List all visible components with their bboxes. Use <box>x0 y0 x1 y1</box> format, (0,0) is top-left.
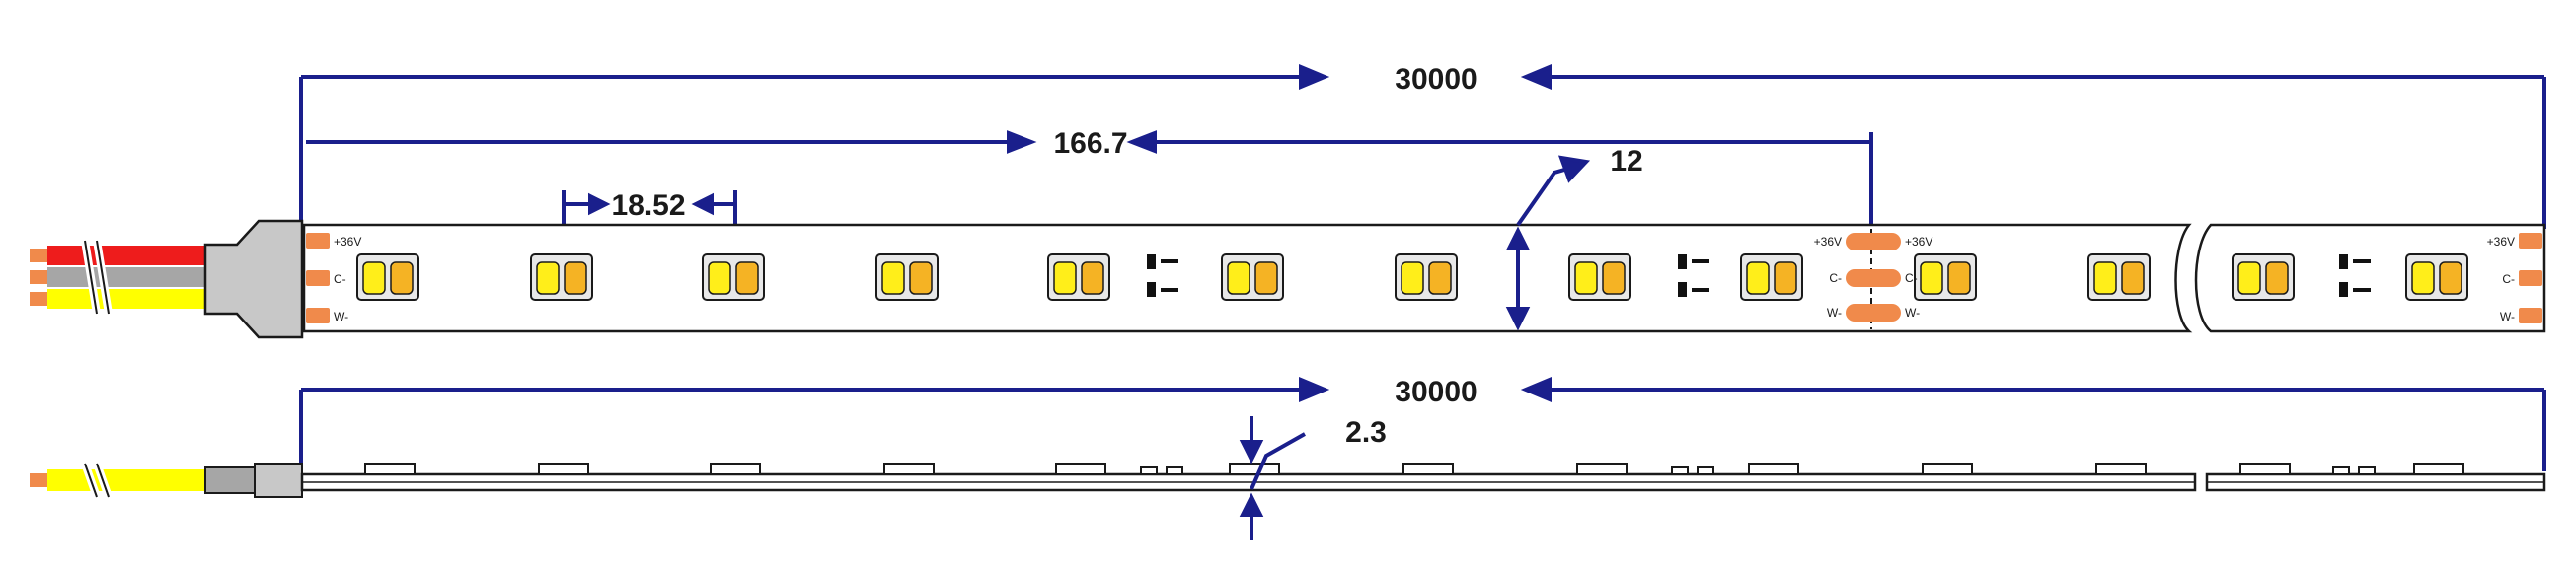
side-components <box>364 463 2464 475</box>
led-chip <box>1047 253 1110 301</box>
led-side <box>2239 463 2291 475</box>
total-length-label: 30000 <box>1395 63 1477 96</box>
led-chip <box>2087 253 2151 301</box>
led-side <box>2413 463 2464 475</box>
resistor-side <box>2332 466 2350 475</box>
led-side <box>710 463 761 475</box>
led-chip <box>2405 253 2468 301</box>
segment-length-dimension <box>306 130 1873 227</box>
cut-pad-label-c-left: C- <box>1829 271 1842 285</box>
strip-width-dimension <box>1505 155 1591 331</box>
solder-pads-end <box>2519 233 2542 323</box>
led-chip <box>1740 253 1803 301</box>
led-side <box>1922 463 1973 475</box>
led-chip <box>2232 253 2295 301</box>
cut-pad-label-w-left: W- <box>1827 306 1842 320</box>
thickness-dimension <box>1239 416 1306 540</box>
cut-pad-label-positive-right: +36V <box>1905 235 1932 249</box>
led-side <box>364 463 416 475</box>
led-side <box>538 463 589 475</box>
wire-connector-top <box>203 219 304 339</box>
led-side <box>1055 463 1106 475</box>
side-wire <box>30 462 303 499</box>
led-side <box>1576 463 1628 475</box>
resistor-pair <box>2339 254 2371 297</box>
resistor-side <box>1671 466 1689 475</box>
led-chip <box>1914 253 1977 301</box>
led-pitch-dimension <box>562 190 737 247</box>
resistor-side <box>1697 466 1714 475</box>
cut-pad-label-w-right: W- <box>1905 306 1920 320</box>
resistor-pair <box>1147 254 1178 297</box>
end-pad-label-c: C- <box>2502 272 2515 286</box>
solder-pads-cut <box>1846 233 1901 322</box>
resistor-side <box>1166 466 1183 475</box>
thickness-label: 2.3 <box>1345 416 1387 449</box>
led-chips <box>356 253 2468 301</box>
led-side <box>2095 463 2147 475</box>
led-chip <box>702 253 765 301</box>
resistor-side <box>1140 466 1158 475</box>
led-chip <box>1221 253 1284 301</box>
side-length-label: 30000 <box>1395 376 1477 408</box>
resistor-side <box>2358 466 2376 475</box>
pad-label-positive: +36V <box>334 235 361 249</box>
resistor-pair <box>1678 254 1709 297</box>
led-chip <box>1395 253 1458 301</box>
led-side <box>883 463 935 475</box>
pad-label-c: C- <box>334 272 346 286</box>
solder-pads-start <box>306 233 330 323</box>
led-side <box>1402 463 1454 475</box>
led-chip <box>1568 253 1631 301</box>
led-chip <box>356 253 419 301</box>
strip-width-label: 12 <box>1610 145 1642 178</box>
led-chip <box>875 253 939 301</box>
lead-wires <box>30 240 207 315</box>
side-length-dimension <box>299 377 2546 471</box>
resistors <box>1147 254 2371 297</box>
cut-pad-label-c-right: C- <box>1905 271 1918 285</box>
total-length-dimension <box>299 64 2546 229</box>
segment-length-label: 166.7 <box>1053 127 1127 160</box>
cut-pad-label-positive-left: +36V <box>1814 235 1842 249</box>
end-pad-label-positive: +36V <box>2487 235 2515 249</box>
end-pad-label-w: W- <box>2500 310 2515 323</box>
pad-label-w: W- <box>334 310 348 323</box>
led-chip <box>530 253 593 301</box>
strip-body-side <box>300 472 2546 492</box>
led-side <box>1229 463 1280 475</box>
led-pitch-label: 18.52 <box>611 189 685 222</box>
led-side <box>1748 463 1799 475</box>
